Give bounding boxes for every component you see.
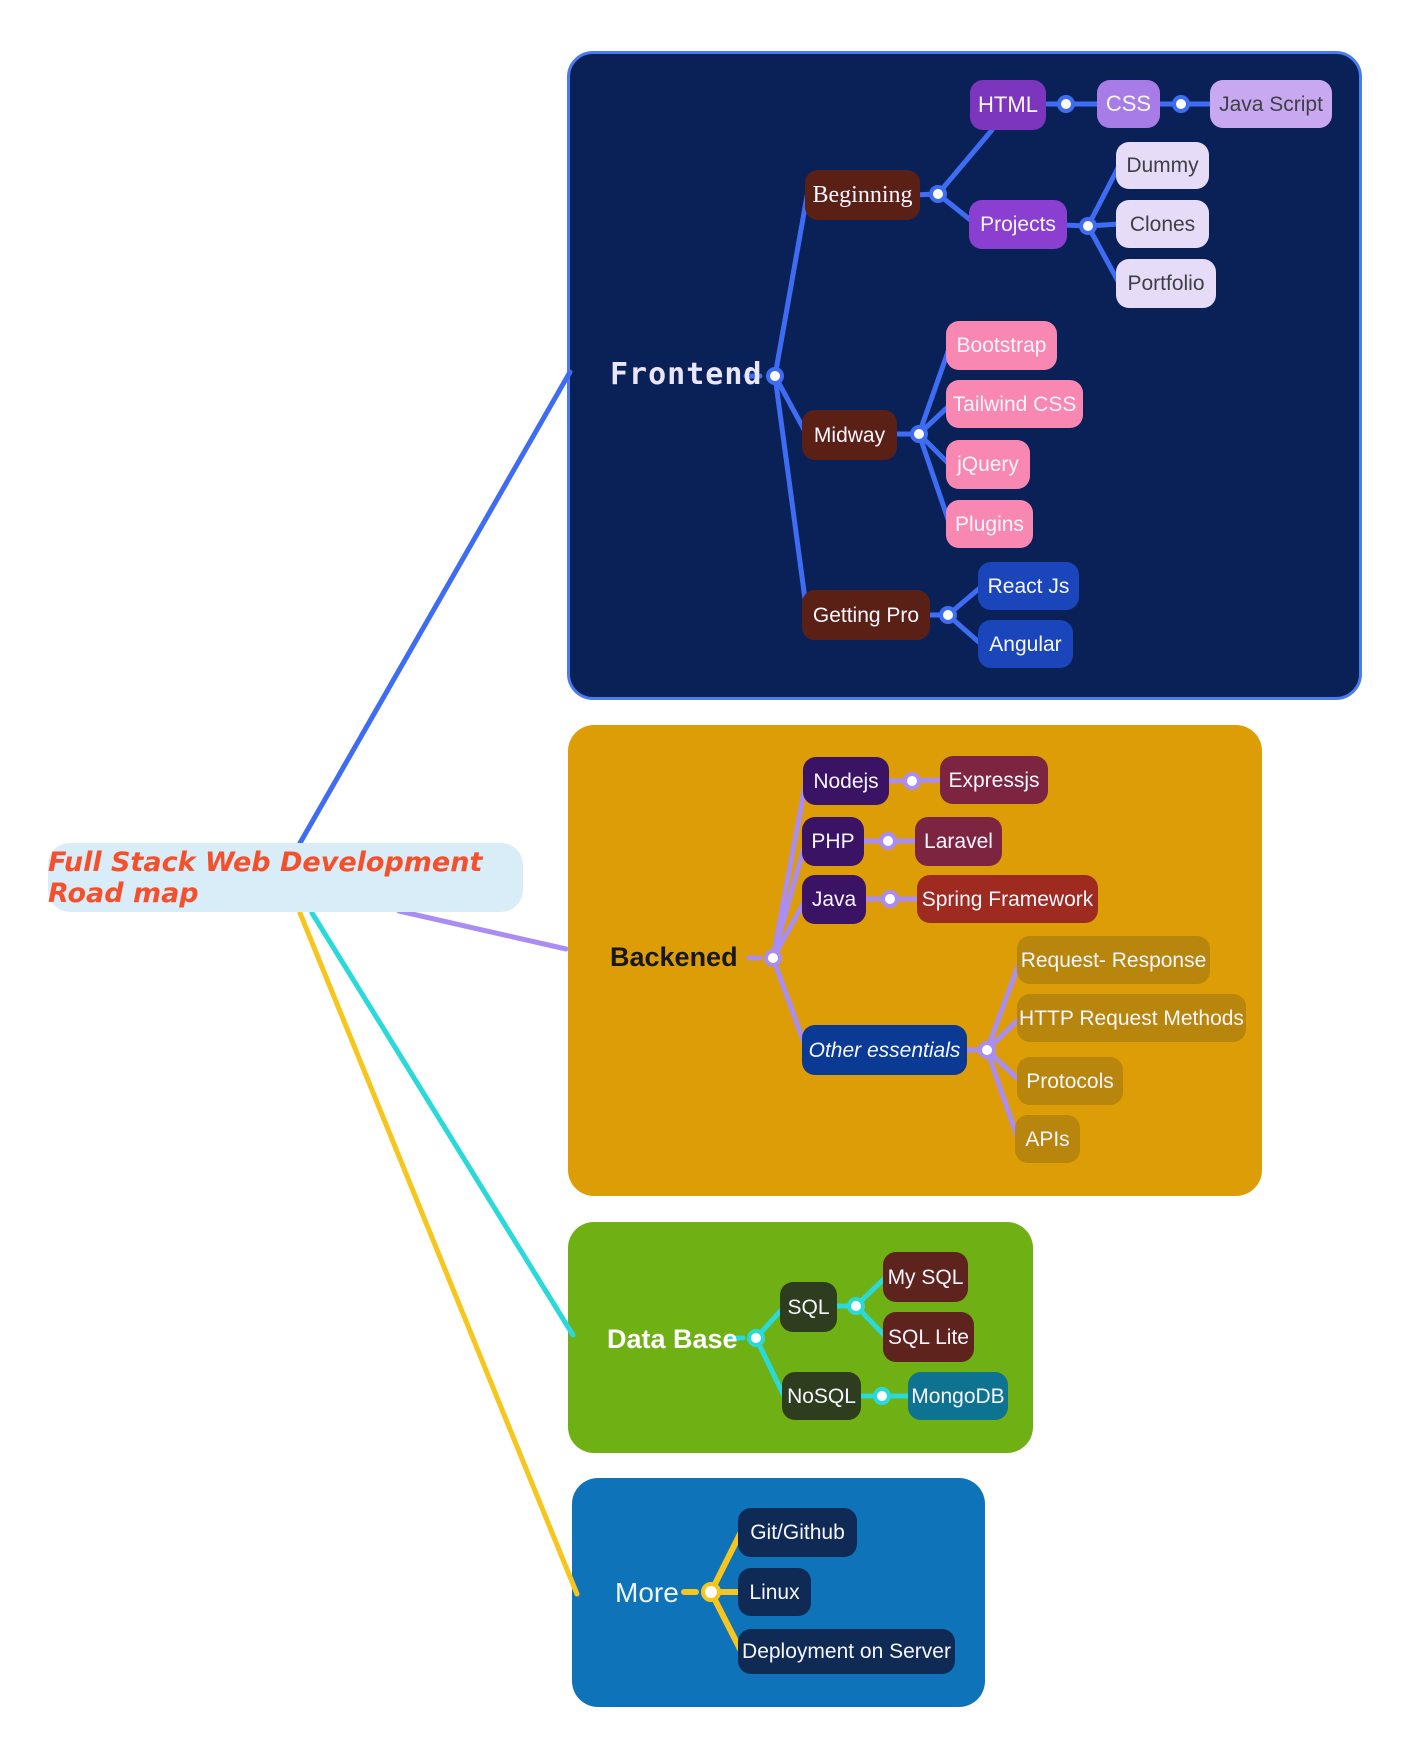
- node-beginning[interactable]: Beginning: [805, 170, 920, 220]
- more-section-label[interactable]: More: [615, 1577, 679, 1608]
- node-angular[interactable]: Angular: [978, 620, 1073, 668]
- node-bootstrap[interactable]: Bootstrap: [946, 321, 1057, 370]
- map-title[interactable]: Full Stack Web Development Road map: [48, 843, 523, 912]
- node-projects[interactable]: Projects: [969, 200, 1067, 249]
- node-react[interactable]: React Js: [978, 562, 1079, 610]
- node-laravel[interactable]: Laravel: [915, 817, 1002, 866]
- node-css[interactable]: CSS: [1097, 80, 1160, 128]
- node-git-github[interactable]: Git/Github: [738, 1508, 857, 1557]
- node-php[interactable]: PHP: [802, 817, 864, 866]
- node-getting-pro[interactable]: Getting Pro: [802, 590, 930, 640]
- node-java[interactable]: Java: [802, 875, 866, 924]
- node-sqllite[interactable]: SQL Lite: [883, 1312, 974, 1362]
- node-sql[interactable]: SQL: [780, 1282, 837, 1332]
- more-junction-dots: [701, 1582, 721, 1602]
- node-spring-framework[interactable]: Spring Framework: [917, 875, 1098, 923]
- backend-section-label[interactable]: Backened: [610, 942, 738, 972]
- frontend-wires: [743, 101, 1217, 647]
- backend-junction-dots: [764, 772, 996, 1059]
- node-linux[interactable]: Linux: [738, 1568, 811, 1616]
- node-mongodb[interactable]: MongoDB: [908, 1372, 1008, 1420]
- node-expressjs[interactable]: Expressjs: [940, 756, 1048, 804]
- node-other-essentials[interactable]: Other essentials: [802, 1025, 967, 1075]
- more-wires: [681, 1529, 744, 1654]
- node-mysql[interactable]: My SQL: [883, 1252, 968, 1302]
- node-portfolio[interactable]: Portfolio: [1116, 259, 1216, 308]
- node-plugins[interactable]: Plugins: [946, 500, 1033, 548]
- node-http-request-methods[interactable]: HTTP Request Methods: [1017, 994, 1246, 1042]
- node-deployment-on-server[interactable]: Deployment on Server: [738, 1629, 955, 1674]
- node-jquery[interactable]: jQuery: [946, 440, 1030, 489]
- node-protocols[interactable]: Protocols: [1017, 1057, 1123, 1105]
- frontend-junction-dots: [766, 95, 1190, 624]
- node-request-response[interactable]: Request- Response: [1017, 936, 1210, 984]
- node-midway[interactable]: Midway: [802, 410, 897, 460]
- node-html[interactable]: HTML: [970, 80, 1046, 130]
- node-clones[interactable]: Clones: [1116, 200, 1209, 248]
- frontend-section-label[interactable]: Frontend: [610, 357, 763, 392]
- node-apis[interactable]: APIs: [1015, 1115, 1080, 1163]
- database-section-label[interactable]: Data Base: [607, 1324, 738, 1354]
- title-connectors: [297, 369, 580, 1597]
- node-nodejs[interactable]: Nodejs: [803, 757, 889, 805]
- database-junction-dots: [747, 1297, 891, 1405]
- node-tailwind[interactable]: Tailwind CSS: [946, 380, 1083, 428]
- node-nosql[interactable]: NoSQL: [782, 1372, 861, 1420]
- node-dummy[interactable]: Dummy: [1116, 142, 1209, 189]
- node-javascript[interactable]: Java Script: [1210, 80, 1332, 128]
